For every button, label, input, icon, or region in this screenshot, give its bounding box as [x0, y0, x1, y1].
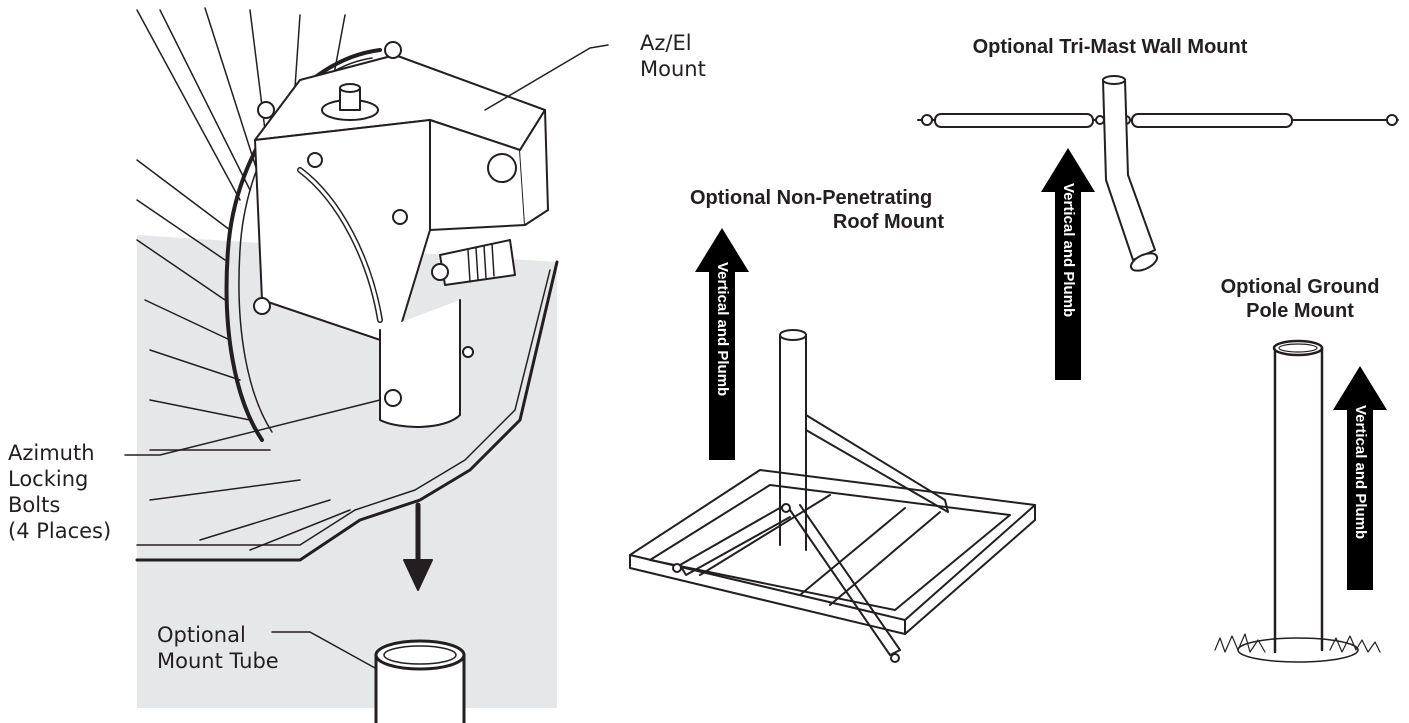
- az-el-mount-line-2: Mount: [640, 57, 706, 81]
- mount-tube-callout: Optional Mount Tube: [157, 622, 279, 674]
- tri-mast-illustration: [917, 75, 1399, 272]
- azimuth-bolts-line-4: (4 Places): [8, 519, 112, 543]
- mount-tube-line-1: Optional: [157, 623, 246, 647]
- roof-plumb-label: Vertical and Plumb: [714, 262, 731, 397]
- ground-plumb-arrow: [1333, 366, 1387, 590]
- tri-mast-title: Optional Tri-Mast Wall Mount: [972, 36, 1248, 58]
- azimuth-bolts-line-1: Azimuth: [8, 441, 95, 465]
- azimuth-bolts-line-3: Bolts: [8, 493, 61, 517]
- ground-mount-title-line-2: Pole Mount: [1246, 300, 1354, 322]
- roof-plumb-arrow: [695, 228, 749, 460]
- ground-pole-illustration: [1214, 339, 1381, 663]
- roof-mount-title: Optional Non-Penetrating Roof Mount: [690, 186, 1000, 234]
- tri-mast-plumb-label: Vertical and Plumb: [1060, 183, 1077, 318]
- ground-plumb-label: Vertical and Plumb: [1352, 405, 1369, 540]
- azimuth-bolts-line-2: Locking: [8, 467, 89, 491]
- az-el-mount-illustration: [135, 7, 559, 723]
- ground-mount-title-line-1: Optional Ground: [1220, 276, 1380, 298]
- roof-mount-illustration: [629, 329, 1036, 663]
- roof-mount-title-line-1: Optional Non-Penetrating: [690, 187, 933, 209]
- roof-mount-title-line-2: Roof Mount: [832, 211, 944, 233]
- ground-mount-title: Optional Ground Pole Mount: [1190, 275, 1409, 323]
- tri-mast-plumb-arrow: [1041, 148, 1095, 380]
- az-el-mount-line-1: Az/El: [640, 31, 692, 55]
- mount-tube-line-2: Mount Tube: [157, 649, 279, 673]
- az-el-mount-callout: Az/El Mount: [640, 30, 706, 82]
- azimuth-bolts-callout: Azimuth Locking Bolts (4 Places): [8, 440, 111, 544]
